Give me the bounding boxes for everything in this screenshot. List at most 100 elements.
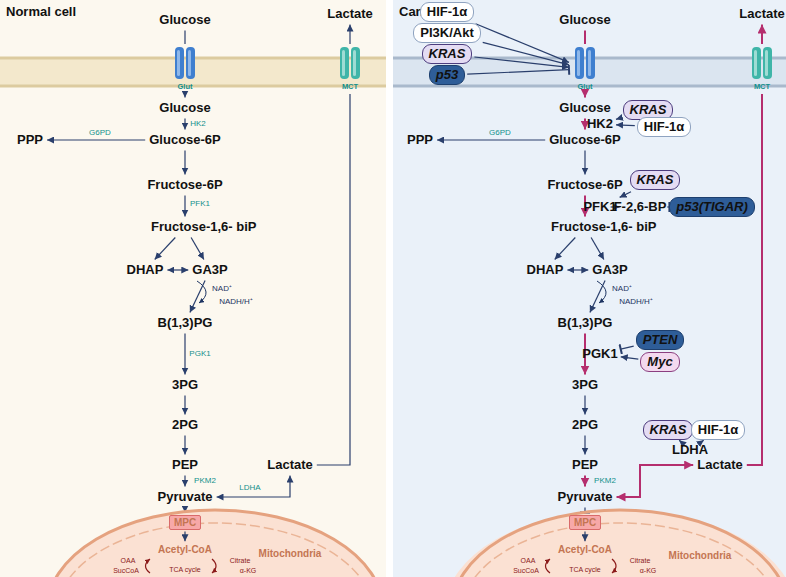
metabolite-node: B(1,3)PG [156, 315, 215, 332]
pathway-arrow [155, 238, 176, 260]
enzyme-label: HK2 [190, 119, 206, 129]
transporter-half [752, 47, 761, 79]
transporter-shine [577, 50, 580, 76]
pathway-arrow [217, 476, 291, 498]
node-text: Acetyl-CoA [558, 544, 612, 556]
mitochondrion-fill [47, 510, 383, 577]
pathway-arrow [167, 269, 188, 270]
transporter-icon [571, 46, 599, 80]
node-text: MPC [574, 517, 596, 528]
cancer-panel-ground [393, 0, 786, 577]
regulator-oval: PTEN [636, 330, 685, 350]
metabolite-node: Lactate [325, 6, 375, 23]
pathway-arrow [184, 334, 185, 375]
mitochondrion: Mitochondria MPC Acetyl-CoA [445, 505, 786, 577]
pathway-arrow [702, 440, 704, 442]
tca-arrow [612, 559, 616, 573]
transporter-half [351, 47, 360, 79]
pathway-arrow [621, 357, 639, 359]
enzyme-node: LDHA [671, 442, 709, 458]
transporter-shine [177, 50, 180, 76]
tca-label: OAA [521, 557, 536, 565]
transporter-half [586, 47, 595, 79]
cofactor-label: NAD⁺ [212, 284, 232, 293]
outer-membrane [452, 510, 786, 577]
node-text: KRAS [637, 172, 674, 188]
glut-transporter: Glut [571, 46, 599, 92]
transporter-half [763, 47, 772, 79]
node-text: Glut [178, 82, 193, 91]
node-text: Glucose [159, 101, 210, 116]
node-text: GA3P [592, 263, 627, 278]
node-text: Lactate [327, 7, 373, 22]
metabolite-node: 2PG [570, 417, 600, 434]
enzyme-label: PGK1 [189, 349, 210, 359]
pathway-arrow [349, 25, 350, 45]
metabolite-node: B(1,3)PG [556, 315, 615, 332]
transporter-icon [171, 46, 199, 80]
metabolite-node: DHAP [125, 262, 166, 279]
enzyme-label: G6PD [89, 128, 111, 138]
transporter-icon [748, 46, 776, 80]
pathway-arrow [483, 42, 569, 65]
node-text: Fructose-6P [547, 178, 622, 193]
pathway-arrow [616, 124, 635, 126]
node-text: Glucose-6P [549, 133, 621, 148]
pathway-arrow [184, 31, 185, 45]
pathway-arrow [679, 440, 681, 442]
node-text: F-2,6-BP [614, 199, 667, 215]
pathway-arrow [184, 436, 185, 455]
node-text: PGK1 [582, 346, 617, 362]
metabolite-node: Acetyl-CoA [156, 543, 214, 557]
inner-membrane [462, 523, 778, 577]
node-text: 3PG [572, 378, 598, 393]
pathway-arrow [616, 118, 621, 119]
transporter-shine [353, 50, 356, 76]
pathway-arrow [184, 119, 185, 130]
node-text: 3PG [172, 378, 198, 393]
pathway-arrow [584, 476, 586, 487]
metabolite-node: PPP [15, 132, 45, 149]
node-text: Mitochondria [669, 550, 732, 561]
node-text: Myc [647, 354, 672, 370]
node-text: PI3K/Akt [420, 25, 473, 41]
mpc-carrier: MPC [169, 515, 201, 530]
node-text: HIF-1α [644, 119, 685, 135]
node-text: Glucose-6P [149, 133, 221, 148]
metabolite-node: Fructose-6P [145, 177, 224, 194]
pathway-arrow [591, 238, 604, 260]
enzyme-label: PFK1 [190, 199, 210, 209]
metabolite-node: 3PG [170, 377, 200, 394]
node-text: LDHA [672, 442, 708, 458]
membrane-line [0, 85, 386, 88]
metabolite-node: Pyruvate [156, 489, 215, 506]
node-text: Fructose-1,6- biP [551, 220, 619, 235]
pathway-arrow [184, 196, 185, 217]
node-text: PPP [17, 133, 43, 148]
tca-label: SucCoA [513, 567, 539, 575]
node-text: Acetyl-CoA [158, 544, 212, 556]
pathway-arrow [567, 269, 588, 270]
transporter-shine [342, 50, 345, 76]
node-text: Glucose [159, 13, 210, 28]
pathway-arrow [761, 25, 763, 45]
pathway-arrow [317, 94, 350, 465]
node-text: Pyruvate [158, 490, 213, 505]
tca-label: α-KG [640, 567, 657, 575]
enzyme-label: LDHA [239, 483, 260, 493]
panel-title: Normal cell [6, 4, 76, 19]
pathway-arrow [584, 396, 585, 415]
tca-arrow [212, 559, 216, 573]
node-text: MPC [174, 517, 196, 528]
tca-label: TCA cycle [169, 566, 201, 574]
normal-panel-ground [0, 0, 386, 577]
pathway-arrow [584, 532, 585, 542]
regulator-oval: Myc [640, 352, 679, 372]
transporter-half [575, 47, 584, 79]
pathway-arrow [191, 238, 204, 260]
metabolite-node: Glucose [157, 100, 212, 117]
transporter-half [175, 47, 184, 79]
pathway-arrow [476, 24, 569, 63]
